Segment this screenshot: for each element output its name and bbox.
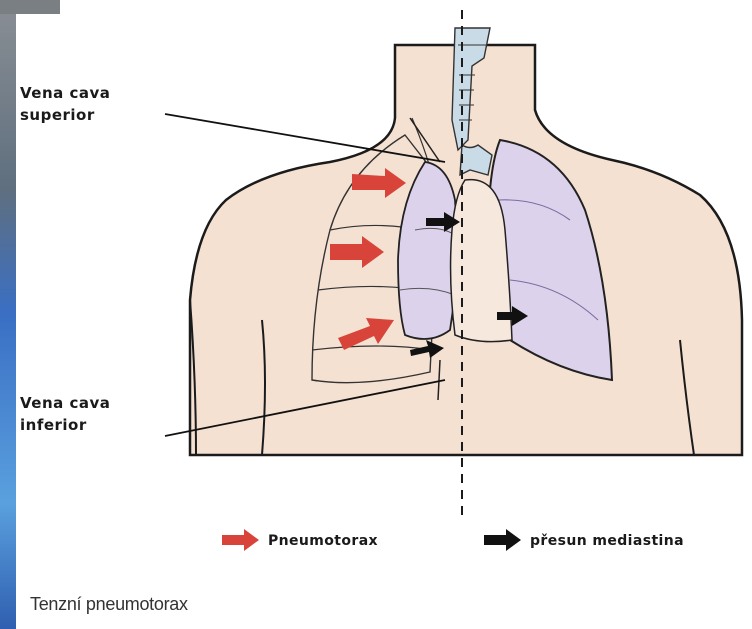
figure-caption: Tenzní pneumotorax xyxy=(30,594,188,615)
label-vena-cava-inferior-line1: Vena cava xyxy=(20,392,110,414)
label-vena-cava-superior-line1: Vena cava xyxy=(20,82,110,104)
legend-pneumothorax-label: Pneumotorax xyxy=(268,533,378,549)
label-vena-cava-inferior: Vena cava inferior xyxy=(20,392,110,436)
label-vena-cava-superior: Vena cava superior xyxy=(20,82,110,126)
legend-pneumothorax-arrow xyxy=(222,529,259,551)
label-vena-cava-inferior-line2: inferior xyxy=(20,414,110,436)
label-vena-cava-superior-line2: superior xyxy=(20,104,110,126)
legend-shift-arrow xyxy=(484,529,521,551)
legend-mediastinal-shift-label: přesun mediastina xyxy=(530,533,684,549)
